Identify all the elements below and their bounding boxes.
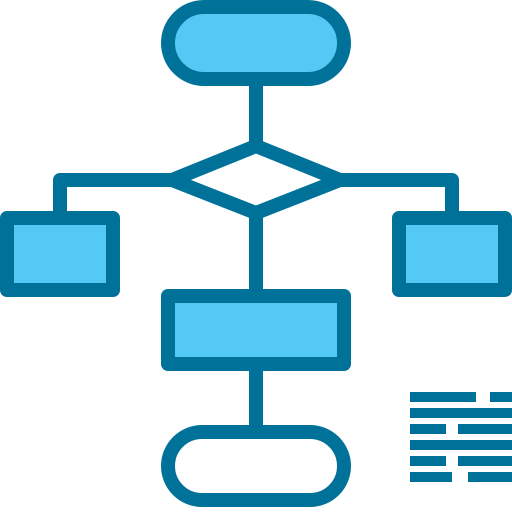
text-line-segment <box>410 440 512 450</box>
text-line-segment <box>458 424 512 434</box>
text-line-segment <box>490 392 512 402</box>
text-line-segment <box>458 456 512 466</box>
text-line-segment <box>410 392 476 402</box>
text-line-segment <box>468 472 512 482</box>
connector-lines <box>53 80 459 432</box>
edge-decision-right <box>340 173 459 218</box>
text-line-segment <box>410 408 512 418</box>
start-terminator-node <box>161 0 351 86</box>
edge-decision-left <box>53 173 172 218</box>
center-process-node <box>161 289 351 371</box>
left-process-node <box>0 211 120 297</box>
end-terminator-node <box>161 425 351 507</box>
text-line-segment <box>410 472 452 482</box>
right-process-node <box>392 211 512 297</box>
text-line-segment <box>410 424 446 434</box>
decision-diamond-node <box>165 139 347 220</box>
text-line-segment <box>410 456 446 466</box>
text-lines-icon <box>410 392 512 482</box>
